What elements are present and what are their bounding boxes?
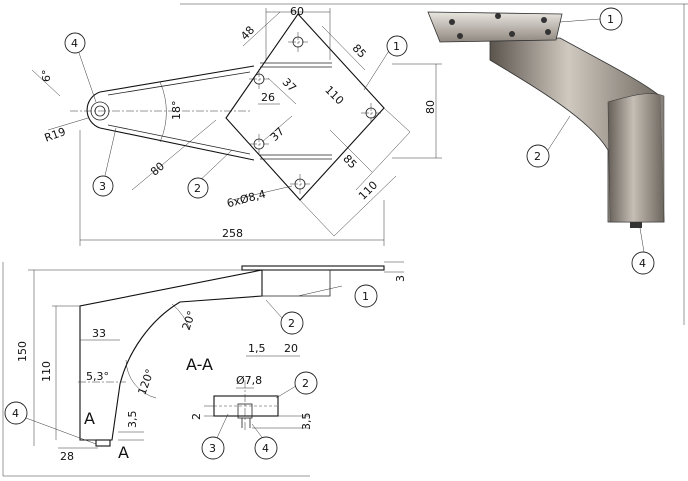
dim-85-top: 85: [350, 42, 369, 61]
callout-3-top: [92, 175, 114, 197]
dim-r19: R19: [43, 125, 68, 145]
side-arm: [79, 269, 263, 441]
svg-text:1: 1: [362, 290, 369, 303]
hole-2: [249, 69, 269, 89]
drawing-frame: [2, 3, 688, 477]
hole-3: [361, 103, 381, 123]
dim-60: 60: [290, 5, 304, 18]
dim-20-deg: 20°: [180, 309, 199, 332]
dim-3: 3: [394, 275, 407, 282]
dim-26: 26: [261, 91, 275, 104]
hole-1: [288, 32, 308, 52]
callout-4-iso: [631, 251, 655, 275]
svg-text:2: 2: [302, 377, 309, 390]
svg-text:3: 3: [99, 180, 106, 193]
dim-80-vert: 80: [424, 100, 437, 114]
dim-18-deg: 18°: [170, 101, 183, 121]
callout-1-iso: [599, 7, 623, 31]
dim-85-bot: 85: [340, 152, 359, 171]
callout-2-sec: [294, 371, 318, 395]
dim-6-deg: 6°: [40, 70, 53, 83]
dim-1-5: 1,5: [248, 342, 266, 355]
dim-holes: 6xØ8,4: [225, 187, 267, 210]
dim-48: 48: [238, 24, 257, 43]
svg-text:2: 2: [288, 317, 295, 330]
arm-outline: [99, 65, 255, 161]
side-plate: [241, 265, 385, 271]
svg-text:2: 2: [534, 150, 541, 163]
dim-20-sec: 20: [284, 342, 298, 355]
foot-end: [86, 91, 101, 129]
section-label-a-1: A: [84, 409, 95, 428]
callout-1-top: [386, 35, 408, 57]
svg-text:1: 1: [393, 40, 400, 53]
svg-text:1: 1: [607, 13, 614, 26]
callout-2-side: [280, 311, 304, 335]
dim-33: 33: [92, 327, 106, 340]
dim-d7-8: Ø7,8: [236, 374, 262, 387]
dim-120-deg: 120°: [136, 367, 157, 396]
side-view: 150 110 33 5,3° 120° 20° 3 3,5 28 A A 1 …: [4, 261, 407, 463]
section-title: A-A: [186, 355, 213, 374]
callout-2-iso: [526, 144, 550, 168]
callout-2-top: [187, 177, 209, 199]
callout-4-side: [4, 401, 28, 425]
dim-2: 2: [190, 413, 203, 420]
iso-plate: [427, 11, 563, 43]
dim-3-5-side: 3,5: [126, 411, 139, 429]
callout-4-sec: [254, 436, 278, 460]
dim-37-b: 37: [268, 125, 287, 144]
top-view: 60 48 85 37 26 110 37 85 110 80 258 18° …: [31, 5, 442, 246]
section-view: A-A Ø7,8 1,5 20 2 3,5 2 3 4: [186, 342, 318, 460]
dim-258: 258: [222, 227, 243, 240]
iso-view: 1 2 4: [427, 7, 665, 275]
hole-4: [249, 134, 269, 154]
callout-1-side: [354, 284, 378, 308]
dim-5-3-deg: 5,3°: [86, 370, 109, 383]
svg-text:3: 3: [209, 442, 216, 455]
dim-110-side: 110: [40, 361, 53, 382]
svg-text:4: 4: [71, 37, 78, 50]
dim-28: 28: [60, 450, 74, 463]
section-label-a-2: A: [118, 443, 129, 462]
dim-110-b: 110: [356, 179, 380, 203]
callout-3-sec: [201, 436, 225, 460]
dim-3-5-sec: 3,5: [300, 413, 313, 431]
svg-text:2: 2: [194, 182, 201, 195]
svg-text:4: 4: [12, 407, 19, 420]
hole-5: [290, 174, 310, 194]
dim-110-a: 110: [322, 83, 346, 107]
dim-150: 150: [16, 341, 29, 362]
callout-4-top: [64, 32, 86, 54]
dim-80-arm: 80: [148, 160, 167, 179]
svg-text:4: 4: [639, 257, 646, 270]
svg-text:4: 4: [262, 442, 269, 455]
